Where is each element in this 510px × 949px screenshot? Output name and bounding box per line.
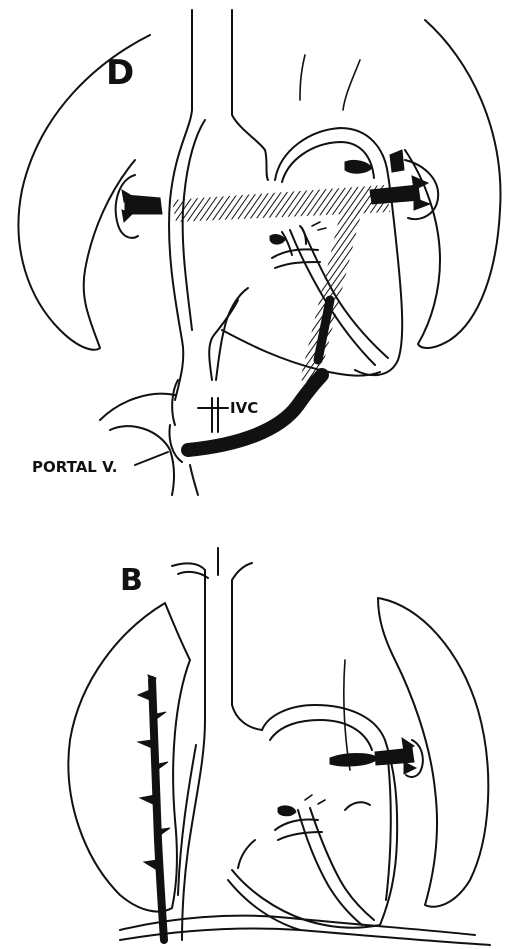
b-top-branches <box>172 548 252 580</box>
panel-b-letter: B <box>120 563 143 598</box>
panel-b: B <box>68 548 490 945</box>
left-hilum <box>116 175 162 238</box>
b-right-arch-inner <box>270 720 372 750</box>
b-right-hilum <box>330 738 423 777</box>
b-small-branch <box>238 840 255 868</box>
right-lobe-crease-2 <box>343 60 360 110</box>
portal-leader-line <box>135 452 168 465</box>
trunk-right-wall <box>232 10 268 180</box>
b-left-solid-vessel <box>138 675 170 940</box>
lower-connecting-vessel <box>222 330 380 376</box>
portal-v-label: PORTAL V. <box>32 458 117 476</box>
b-lower-curve-2 <box>228 880 300 930</box>
left-inner-vessel <box>216 288 248 380</box>
b-central-branching <box>275 795 374 925</box>
portal-lower-line <box>190 465 198 495</box>
trunk-inner-wall <box>183 120 205 330</box>
left-inner-vessel-2 <box>209 300 238 380</box>
ivc-label: IVC <box>230 399 258 417</box>
bottom-left-structure <box>170 380 183 462</box>
right-lobe-crease <box>300 55 305 100</box>
b-left-lobe-outline <box>68 603 190 912</box>
b-trunk-right <box>232 580 262 730</box>
b-right-arch-wall <box>386 760 391 900</box>
portal-region <box>100 394 175 495</box>
panel-d: D <box>18 10 500 495</box>
b-top-branch-2 <box>178 572 208 578</box>
ivc-tick <box>212 398 218 432</box>
